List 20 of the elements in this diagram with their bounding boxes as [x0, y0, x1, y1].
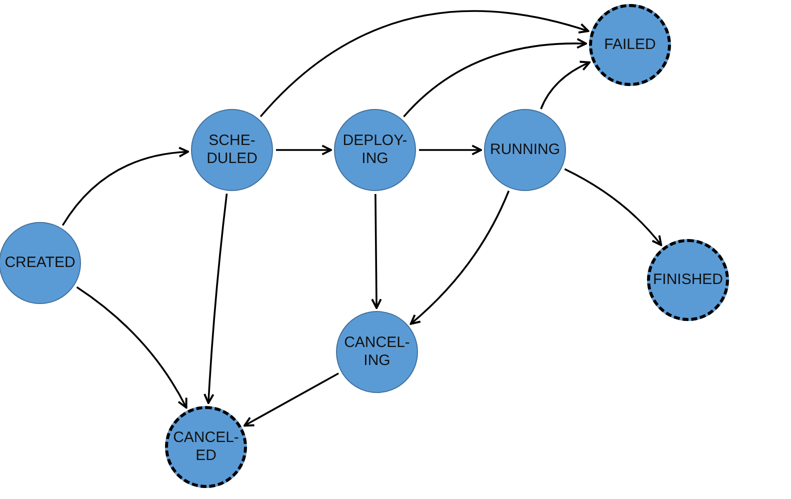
- arrow: [276, 144, 332, 156]
- state-label: CREATED: [4, 254, 76, 272]
- state-label: CANCEL- ING: [344, 334, 410, 370]
- arrow: [76, 286, 188, 409]
- arrow: [243, 372, 339, 427]
- arrow: [419, 144, 482, 156]
- state-label: DEPLOY- ING: [342, 132, 408, 168]
- state-label: FINISHED: [652, 271, 723, 289]
- arrow: [410, 190, 510, 325]
- state-label: FAILED: [604, 36, 656, 54]
- arrow: [540, 61, 591, 110]
- state-label: RUNNING: [490, 141, 560, 159]
- arrow: [260, 10, 590, 118]
- arrow: [204, 194, 228, 404]
- state-label: SCHE- DULED: [206, 132, 258, 168]
- arrow: [62, 147, 190, 226]
- arrow: [371, 194, 382, 309]
- arrow: [403, 38, 587, 118]
- state-label: CANCEL- ED: [173, 429, 239, 465]
- arrow: [564, 168, 662, 246]
